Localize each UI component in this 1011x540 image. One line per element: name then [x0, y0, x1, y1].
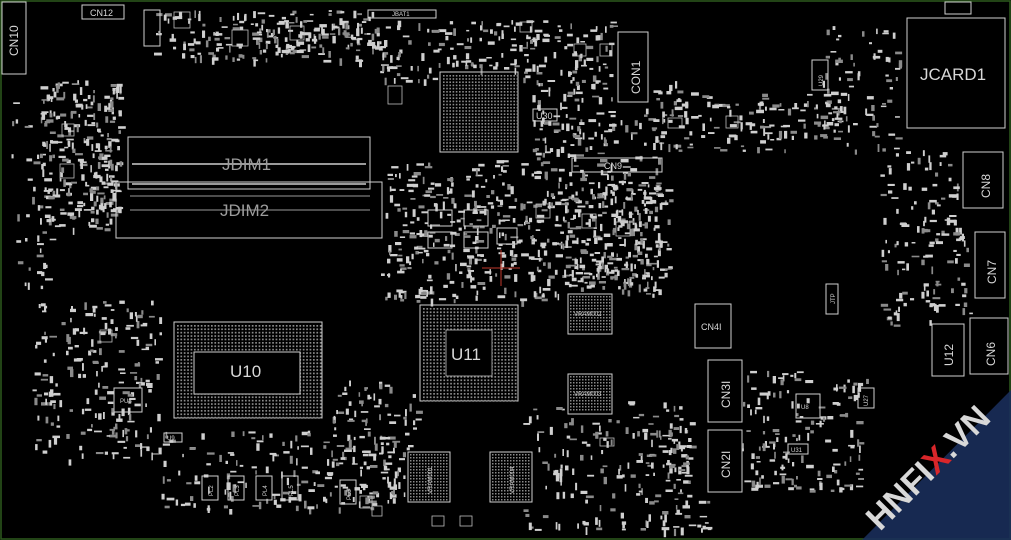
u11-label: U11	[451, 345, 481, 364]
jcard1-label: JCARD1	[920, 65, 986, 84]
inductor-pl3[interactable]: PL3	[227, 475, 245, 501]
connector-cn4[interactable]: CN4I	[694, 303, 732, 349]
pu8-label: PU8	[120, 399, 132, 405]
chip-u10[interactable]: U10	[173, 321, 323, 419]
chip-u31[interactable]: U31	[787, 443, 809, 455]
connector-con1[interactable]: CON1	[617, 31, 649, 103]
inductor-pl4[interactable]: PL4	[255, 475, 273, 501]
chip-vram-003[interactable]: VRAM003	[567, 373, 613, 415]
connector-jtp[interactable]: JTP	[825, 283, 839, 315]
chip-vram-004[interactable]: VRAM004	[489, 451, 533, 503]
u8-label: U8	[801, 405, 809, 411]
cn8-label: CN8	[979, 174, 993, 198]
chip-vram-001[interactable]: VRAM001	[407, 451, 451, 503]
cn7-label: CN7	[985, 260, 999, 284]
pl5-label: PL6	[347, 489, 353, 500]
u27-label: U27	[864, 394, 870, 406]
cn4-label: CN4I	[701, 322, 722, 332]
pl1-label: PL2	[209, 485, 215, 496]
connector-jcard1[interactable]: JCARD1	[906, 1, 1006, 129]
mosfet-group	[427, 209, 518, 249]
u29-label: U29	[819, 74, 825, 86]
mem3-label: VRAM001	[428, 466, 434, 494]
chip-u11[interactable]: U11	[419, 304, 519, 402]
pl4-label: PL5	[289, 485, 295, 496]
connector-cn10[interactable]: CN10	[1, 1, 27, 75]
cn10-label: CN10	[7, 25, 21, 56]
u30-label: U30	[536, 111, 553, 121]
chip-vram-002[interactable]: VRAM002	[567, 293, 613, 335]
connector-cn7[interactable]: CN7	[974, 231, 1006, 299]
connector-cn8[interactable]: CN8	[962, 151, 1004, 209]
u9-label: U9	[167, 436, 175, 442]
con1-label: CON1	[629, 60, 643, 94]
jtp-label: JTP	[831, 293, 837, 304]
connector-cn12[interactable]: CN12	[81, 4, 161, 47]
cn3-label: CN3I	[719, 381, 733, 408]
chip-u29[interactable]: U29	[811, 59, 829, 91]
cn2-label: CN2I	[719, 451, 733, 478]
jdim2-label: JDIM2	[220, 201, 269, 220]
connector-cn3[interactable]: CN3I	[707, 359, 743, 423]
cn9-label: CN9	[604, 161, 622, 171]
mem4-label: VRAM004	[510, 466, 516, 494]
watermark: HNFIX.VN	[859, 390, 1011, 540]
chip-u30[interactable]: U30	[532, 108, 558, 122]
cn6-label: CN6	[984, 342, 998, 366]
connector-cn2[interactable]: CN2I	[707, 429, 743, 493]
inductor-pl2[interactable]: PL2	[201, 475, 219, 501]
pl3-label: PL4	[263, 485, 269, 496]
mem1-label: VRAM002	[574, 312, 602, 318]
u31-label: U31	[791, 448, 803, 454]
inductor-pl5[interactable]: PL5	[281, 475, 299, 501]
chip-u27[interactable]: U27	[857, 387, 875, 409]
jbat-label: JBAT1	[392, 12, 410, 18]
cn12-label: CN12	[90, 8, 113, 18]
u12-label: U12	[942, 344, 956, 366]
mem2-label: VRAM003	[574, 392, 602, 398]
connector-cn6[interactable]: CN6	[969, 317, 1009, 375]
chip-u9[interactable]: U9	[163, 432, 183, 443]
chip-bga-top[interactable]	[439, 71, 519, 153]
chip-u12[interactable]: U12	[931, 323, 965, 377]
component-pads	[11, 10, 973, 538]
u10-label: U10	[230, 362, 261, 381]
connector-jdim2[interactable]: JDIM2	[115, 181, 383, 239]
jdim1-label: JDIM1	[222, 155, 271, 174]
connector-jbat[interactable]: JBAT1	[367, 9, 437, 19]
connector-jdim1[interactable]: JDIM1	[127, 136, 371, 190]
connector-cn9[interactable]: CN9	[571, 157, 663, 173]
inductor-pl6[interactable]: PL6	[339, 479, 357, 505]
watermark-band	[862, 390, 1011, 540]
crosshair-cursor	[482, 250, 520, 286]
pl2-label: PL3	[235, 485, 241, 496]
chip-u8[interactable]: U8	[795, 393, 821, 419]
chip-pu8[interactable]: PU8	[113, 387, 143, 413]
